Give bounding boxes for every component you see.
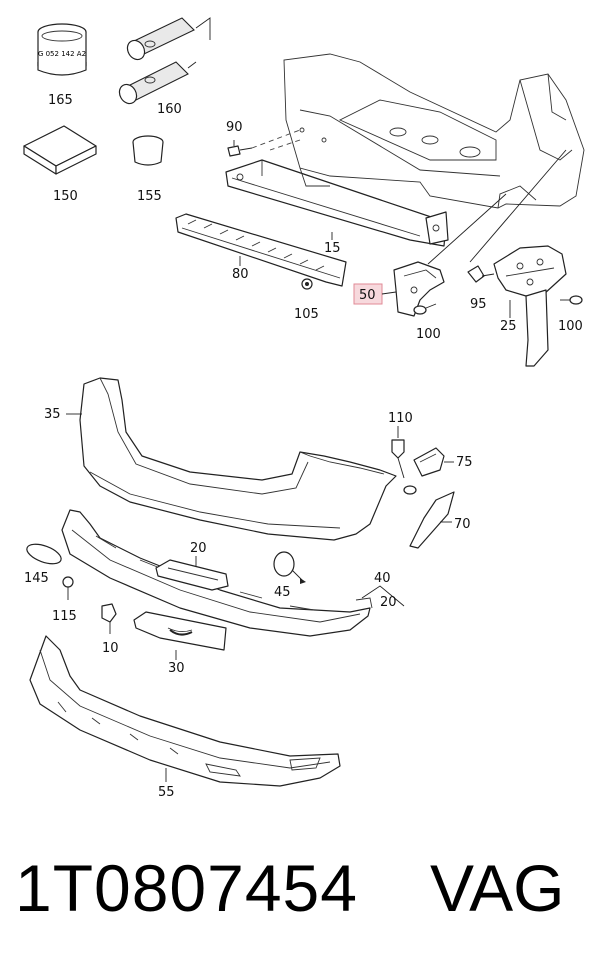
part-80-absorber — [175, 213, 347, 287]
part-100-screw-b — [560, 295, 583, 305]
callout-30: 30 — [168, 661, 185, 676]
part-10-clip — [101, 603, 117, 634]
callout-100-b: 100 — [558, 319, 583, 334]
callout-50: 50 — [359, 288, 376, 303]
callout-25: 25 — [500, 319, 517, 334]
part-35-bumper-cover — [79, 377, 397, 541]
callout-70: 70 — [454, 517, 471, 532]
part-115-screw — [62, 576, 74, 600]
part-45-cap — [273, 551, 306, 584]
part-160-cartridges — [118, 17, 211, 105]
part-25-side-bracket — [493, 245, 567, 367]
callout-105: 105 — [294, 307, 319, 322]
part-30-cover — [133, 611, 227, 651]
callout-115: 115 — [52, 609, 77, 624]
callout-95: 95 — [470, 297, 487, 312]
callout-80: 80 — [232, 267, 249, 282]
part-15-bumper-beam — [225, 159, 449, 247]
callout-150: 150 — [53, 189, 78, 204]
vehicle-body-outline — [283, 53, 585, 209]
callout-165: 165 — [48, 93, 73, 108]
part-lower-diffuser — [61, 509, 371, 637]
callout-100-a: 100 — [416, 327, 441, 342]
part-165-can: G 052 142 A2 — [37, 23, 87, 76]
part-105-nut — [301, 278, 313, 290]
part-155-cap — [132, 135, 164, 166]
part-110-screw — [403, 485, 417, 495]
callout-15: 15 — [324, 241, 341, 256]
callout-110: 110 — [388, 411, 413, 426]
callout-20-a: 20 — [190, 541, 207, 556]
part-50-bracket — [393, 261, 445, 317]
callout-40: 40 — [374, 571, 391, 586]
callout-160: 160 — [157, 102, 182, 117]
callout-155: 155 — [137, 189, 162, 204]
part-55-lower-bumper — [29, 635, 341, 787]
part-110-clip — [391, 439, 405, 479]
callout-90: 90 — [226, 120, 243, 135]
parts-diagram: G 052 142 A2 165 160 150 155 90 — [23, 17, 585, 800]
callout-10: 10 — [102, 641, 119, 656]
callout-20-b: 20 — [380, 595, 397, 610]
part-100-screw-a — [413, 303, 437, 315]
part-150-pad — [23, 125, 97, 175]
part-20-trim — [155, 559, 229, 591]
part-95-clip — [467, 265, 495, 283]
part-70-reflector — [409, 491, 455, 549]
callout-35: 35 — [44, 407, 61, 422]
callout-55: 55 — [158, 785, 175, 800]
part-145-reflector — [26, 543, 62, 565]
callout-145: 145 — [24, 571, 49, 586]
part-90-screw — [227, 140, 253, 157]
callout-45: 45 — [274, 585, 291, 600]
part-number: 1T0807454 — [15, 851, 358, 925]
part-75-guide — [413, 447, 445, 477]
callout-75: 75 — [456, 455, 473, 470]
tube-label: G 052 142 A2 — [38, 50, 86, 58]
brand-label: VAG — [430, 851, 565, 925]
